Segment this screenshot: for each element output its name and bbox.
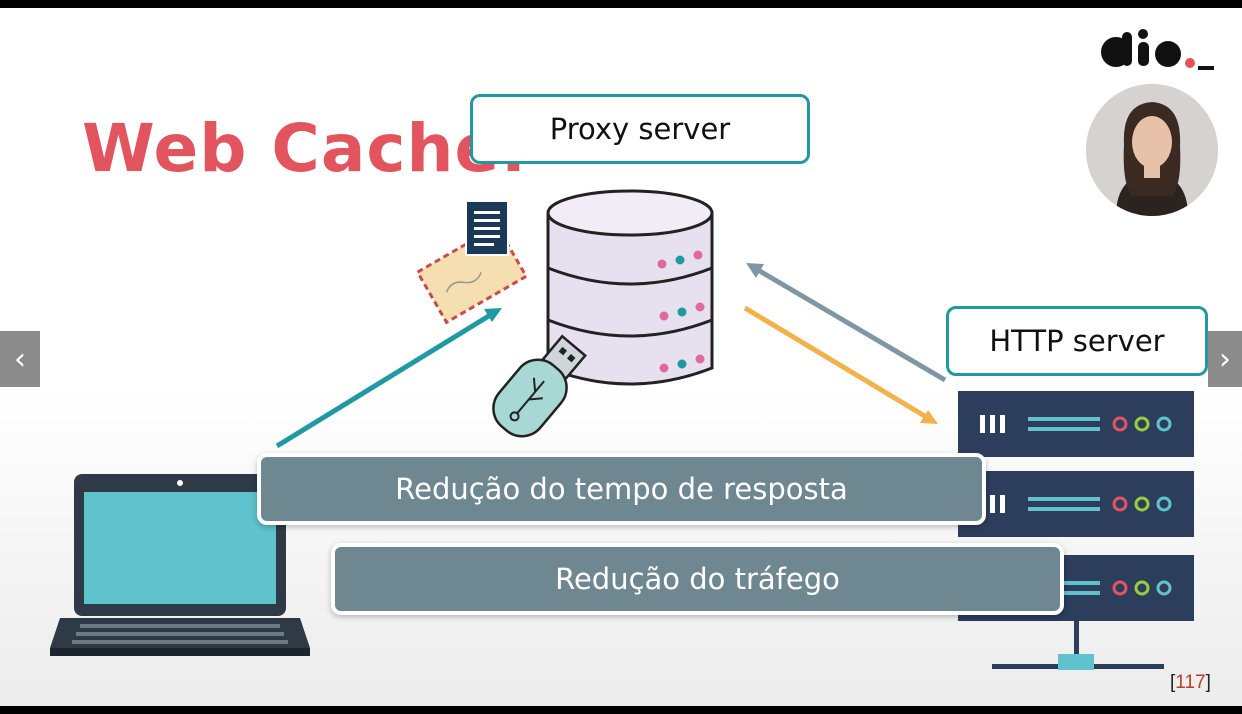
page-number-value: 117 [1175,672,1206,693]
slide-title: Web Cache: [82,110,528,187]
proxy-to-http-arrow [743,305,938,424]
database-icon [546,189,714,386]
slide-illustration [50,189,1194,670]
presenter-avatar [1086,84,1218,216]
http-to-proxy-arrow [746,263,947,383]
response-time-banner: Redução do tempo de resposta [257,453,986,525]
http-server-label: HTTP server [946,306,1208,376]
traffic-banner: Redução do tráfego [331,543,1064,615]
usb-drive-icon [492,334,587,438]
slide: Web Cache: Proxy server HTTP server Redu… [0,8,1242,706]
laptop-to-proxy-arrow [275,308,502,449]
next-slide-button[interactable]: › [1208,331,1242,387]
chevron-right-icon: › [1219,341,1231,377]
chevron-left-icon: ‹ [14,341,26,377]
page-number: [117] [1170,672,1211,693]
previous-slide-button[interactable]: ‹ [0,331,40,387]
proxy-server-label: Proxy server [470,94,810,164]
dio-logo [1098,26,1216,76]
laptop-icon [50,474,310,656]
document-icon [465,200,509,256]
server-rack-icon [958,391,1194,670]
